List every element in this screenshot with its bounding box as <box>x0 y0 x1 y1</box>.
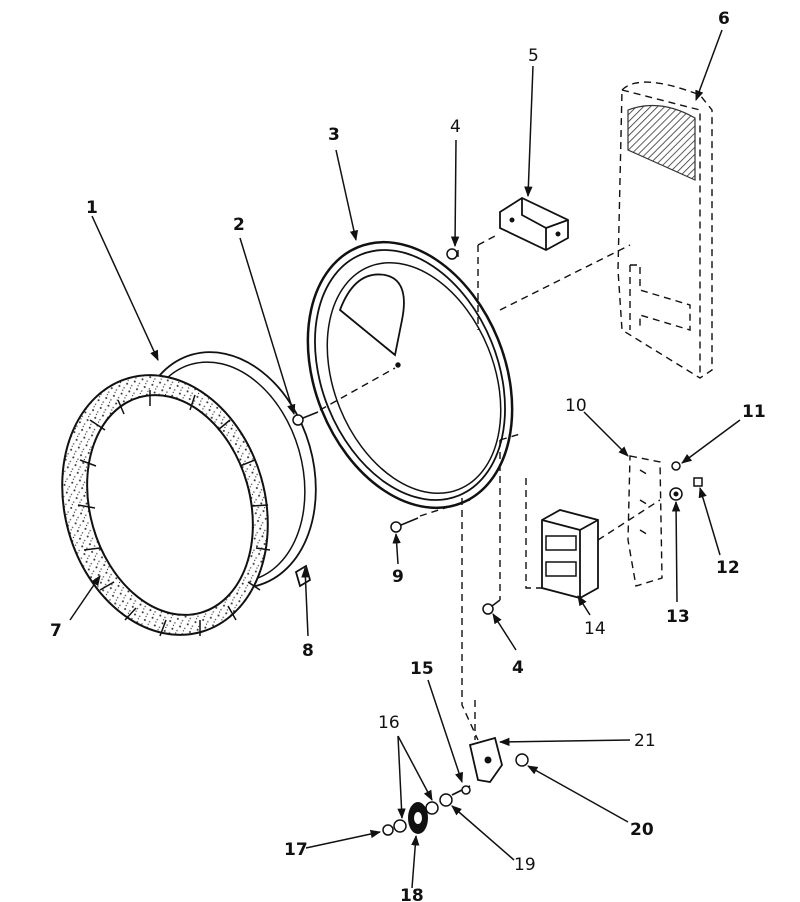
part-16-washer-b <box>393 819 407 833</box>
callout-10: 10 <box>565 396 587 416</box>
part-19-washer <box>439 793 453 807</box>
callout-3: 3 <box>328 125 340 145</box>
part-20-nut <box>515 753 529 767</box>
part-4-bottom-screw <box>482 599 501 615</box>
leader-lines <box>69 29 741 889</box>
part-21-hinge-bracket <box>468 736 503 783</box>
part-10-strike <box>627 455 663 587</box>
callout-6: 6 <box>718 9 730 29</box>
callout-18: 18 <box>400 886 424 902</box>
part-15-pin <box>451 785 471 796</box>
part-9-screw <box>390 517 419 533</box>
part-3-front-panel <box>306 240 514 510</box>
callout-5: 5 <box>528 46 539 66</box>
part-4-top-screw <box>446 248 458 260</box>
part-5-bracket <box>499 196 569 252</box>
callout-9: 9 <box>392 567 404 587</box>
callout-16: 16 <box>378 713 400 733</box>
callout-1: 1 <box>86 198 98 218</box>
part-8-clip <box>294 564 312 588</box>
callout-2: 2 <box>233 215 245 235</box>
callout-labels: 1 2 3 4 4 5 6 7 8 9 10 11 12 13 14 15 16… <box>50 9 766 902</box>
callout-19: 19 <box>514 855 536 875</box>
callout-4-top: 4 <box>450 117 461 137</box>
callout-17: 17 <box>284 840 308 860</box>
callout-7: 7 <box>50 621 62 641</box>
part-16-washer-a <box>425 801 439 815</box>
callout-11: 11 <box>742 402 766 422</box>
part-2-screw <box>292 411 319 426</box>
part-6-filter-housing <box>617 81 713 379</box>
callout-14: 14 <box>584 619 606 639</box>
part-17-nut <box>382 824 394 836</box>
part-18-roller <box>408 802 428 834</box>
callout-13: 13 <box>666 607 690 627</box>
callout-12: 12 <box>716 558 740 578</box>
part-12-screw <box>693 477 703 487</box>
callout-4-bottom: 4 <box>512 658 524 678</box>
part-11-screw <box>671 461 681 471</box>
callout-8: 8 <box>302 641 314 661</box>
callout-15: 15 <box>410 659 434 679</box>
callout-21: 21 <box>634 731 656 751</box>
callout-20: 20 <box>630 820 654 840</box>
part-7-front-seal-ring <box>61 374 271 637</box>
part-14-door-switch <box>541 509 599 599</box>
